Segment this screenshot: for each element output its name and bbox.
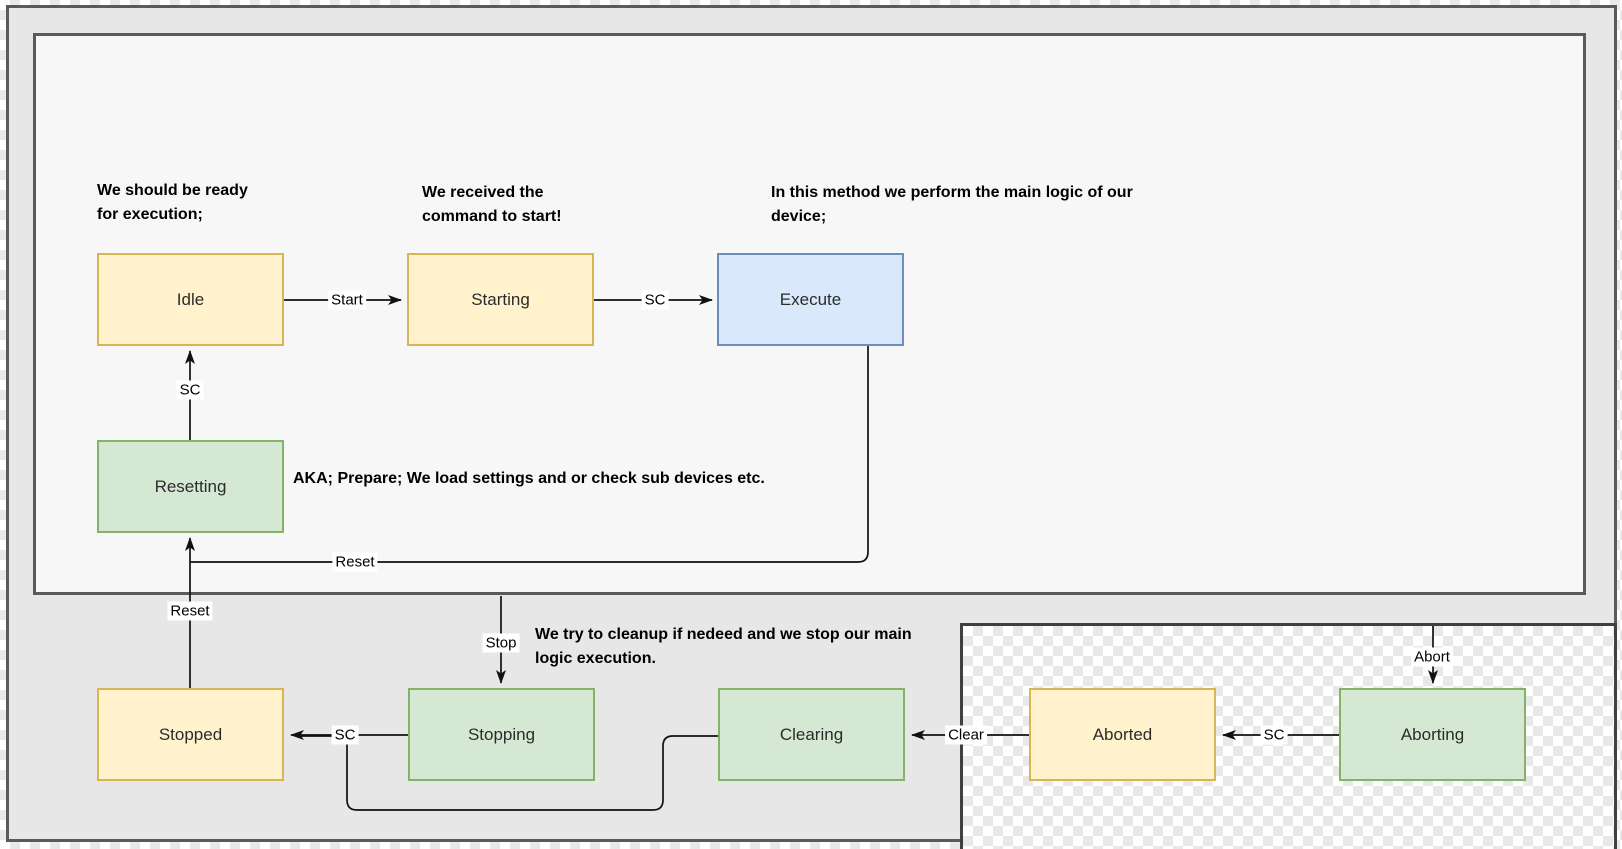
state-stopping-label: Stopping [467,724,536,744]
edge-label-sc-starting-execute: SC [641,290,669,310]
edge-label-reset-from-execute: Reset [332,552,378,572]
state-stopping[interactable]: Stopping [408,688,595,781]
state-starting[interactable]: Starting [407,253,594,346]
edge-label-abort: Abort [1411,647,1453,667]
state-idle[interactable]: Idle [97,253,284,346]
state-clearing[interactable]: Clearing [718,688,905,781]
edge-label-sc-aborting-aborted: SC [1260,725,1288,745]
edge-label-sc-stopping-stopped: SC [331,725,359,745]
state-stopped-label: Stopped [158,724,223,744]
state-stopped[interactable]: Stopped [97,688,284,781]
note-stopping: We try to cleanup if nedeed and we stop … [535,626,912,667]
state-aborting-label: Aborting [1400,724,1465,744]
edge-label-stop: Stop [482,633,520,653]
state-execute-label: Execute [779,289,842,309]
state-clearing-label: Clearing [779,724,844,744]
edge-label-start: Start [328,290,366,310]
state-idle-label: Idle [176,289,205,309]
state-resetting[interactable]: Resetting [97,440,284,533]
note-idle: We should be ready for execution; [97,182,248,223]
edge-label-sc-resetting-idle: SC [176,380,204,400]
note-starting: We received the command to start! [422,184,562,225]
state-resetting-label: Resetting [154,476,227,496]
state-execute[interactable]: Execute [717,253,904,346]
edge-label-reset-from-stopped: Reset [167,601,213,621]
state-starting-label: Starting [471,289,530,309]
state-aborted-label: Aborted [1092,724,1153,744]
note-execute: In this method we perform the main logic… [771,184,1133,225]
state-aborted[interactable]: Aborted [1029,688,1216,781]
edge-label-clear: Clear [945,725,987,745]
state-aborting[interactable]: Aborting [1339,688,1526,781]
note-resetting: AKA; Prepare; We load settings and or ch… [293,470,765,487]
